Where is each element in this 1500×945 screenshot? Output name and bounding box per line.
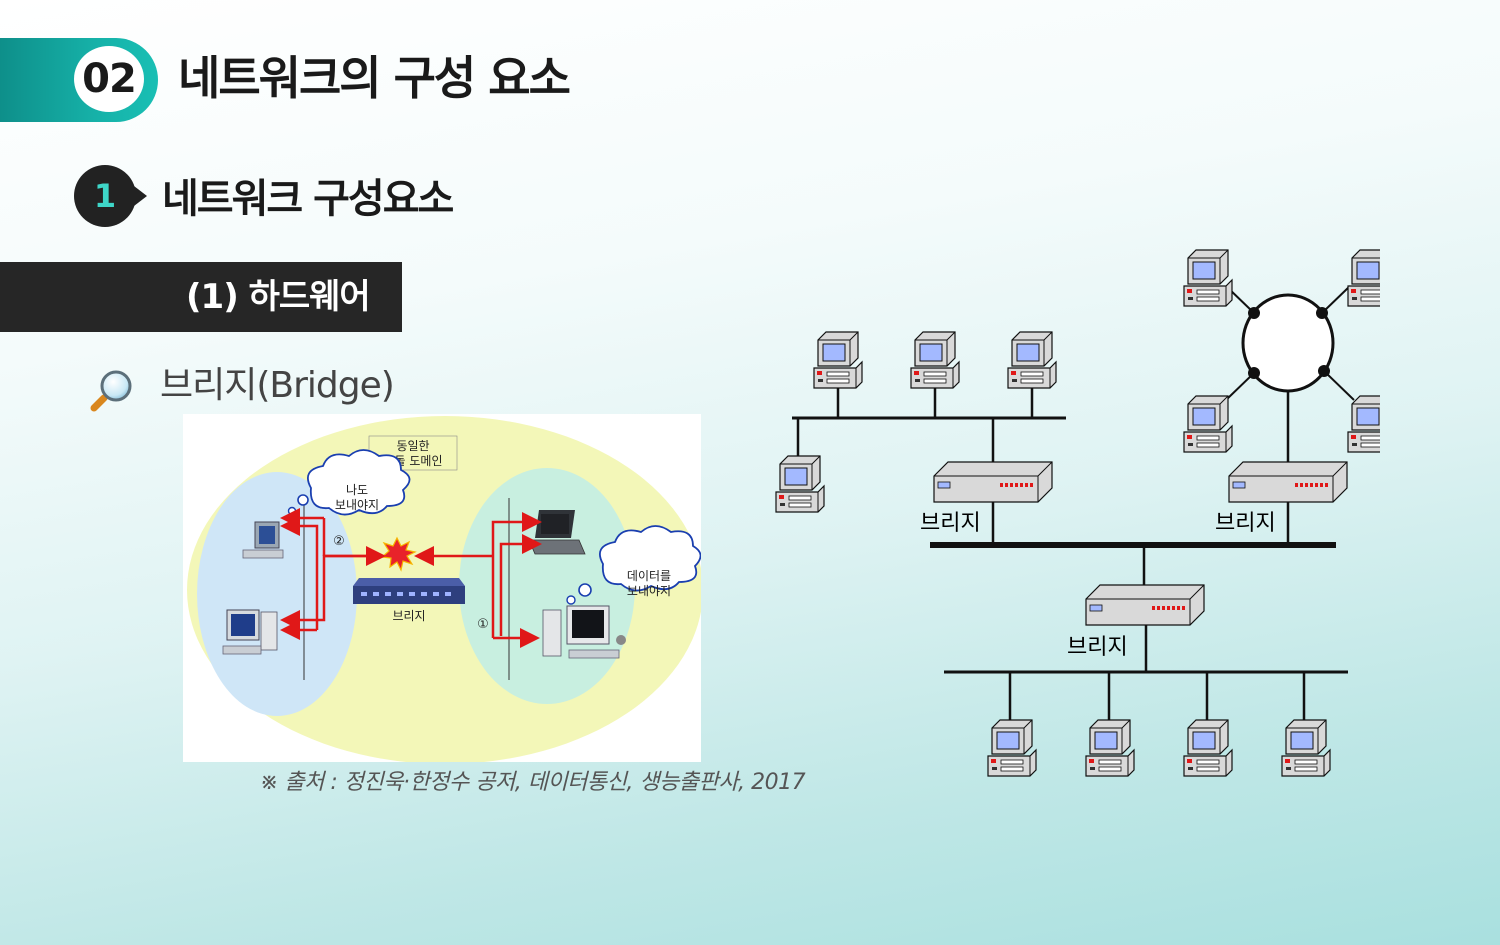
subsection-number-badge: 1: [74, 165, 136, 227]
bridge-label-center: 브리지: [1067, 635, 1128, 660]
workstation: [987, 719, 1037, 777]
bridge-label-left: 브리지: [920, 511, 981, 536]
marker-2: ②: [333, 534, 345, 549]
bridge-device-center: [1085, 584, 1205, 626]
right-thought-cloud: 데이터를 보내야지: [566, 525, 701, 605]
domain-label-line1: 동일한: [396, 439, 429, 453]
bridge-device: [353, 578, 465, 604]
workstation: [775, 455, 825, 513]
workstation: [1347, 249, 1380, 307]
workstation: [1183, 395, 1233, 453]
bridge-label-right: 브리지: [1215, 511, 1276, 536]
right-pc: [542, 605, 626, 659]
right-laptop: [528, 510, 586, 555]
bridge-network-topology-diagram: 브리지 브리지 브리지: [775, 249, 1380, 777]
category-label: (1) 하드웨어: [186, 277, 371, 317]
source-citation: ※ 출처 : 정진욱·한정수 공저, 데이터통신, 생능출판사, 2017: [260, 770, 806, 795]
right-cloud-line1: 데이터를: [627, 569, 671, 583]
right-segment-domain: [459, 468, 635, 704]
workstation: [1281, 719, 1331, 777]
left-cloud-line2: 보내야지: [335, 498, 379, 512]
bullet-title: 브리지(Bridge): [160, 365, 395, 406]
workstation: [1183, 249, 1233, 307]
left-pc-bottom: [222, 609, 278, 655]
section-title: 네트워크의 구성 요소: [178, 51, 571, 105]
right-cloud-line2: 보내야지: [627, 584, 671, 598]
left-cloud-line1: 나도: [346, 483, 368, 497]
section-number-badge: 02: [74, 46, 144, 112]
subsection-title: 네트워크 구성요소: [162, 176, 454, 222]
left-pc-top: [242, 521, 284, 559]
magnifier-icon: [90, 370, 132, 412]
workstation: [1347, 395, 1380, 453]
bridge-device-left: [933, 461, 1053, 503]
workstation: [1085, 719, 1135, 777]
bridge-device-right: [1228, 461, 1348, 503]
subsection-pointer-icon: [134, 186, 147, 206]
workstation: [1007, 331, 1057, 389]
workstation: [813, 331, 863, 389]
workstation: [910, 331, 960, 389]
category-bar: [0, 262, 402, 332]
collision-star-icon: [380, 536, 417, 572]
marker-1: ①: [477, 617, 489, 632]
workstation: [1183, 719, 1233, 777]
bridge-collision-domain-diagram: 동일한 충돌 도메인 나도 보내야지 데이터를 보내야지: [183, 414, 701, 762]
bridge-device-label: 브리지: [392, 609, 425, 623]
